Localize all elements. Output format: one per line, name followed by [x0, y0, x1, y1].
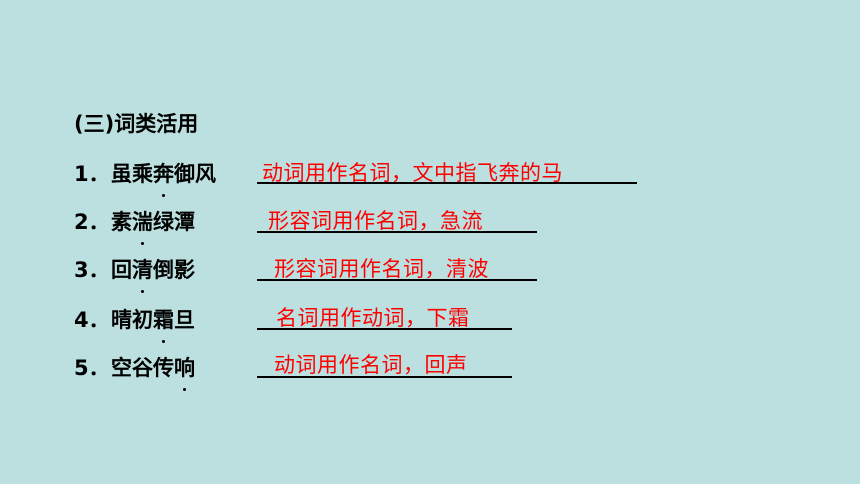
- phrase-char: 初: [132, 308, 153, 332]
- answer-underline: [257, 182, 637, 184]
- phrase-char: 空: [111, 356, 132, 380]
- phrase-char: 绿: [153, 210, 174, 234]
- section-heading: (三)词类活用: [74, 112, 199, 136]
- answer-underline: [257, 376, 512, 378]
- dotted-char: 霜: [153, 304, 174, 343]
- classical-phrase: 晴初霜旦: [111, 304, 195, 343]
- phrase-char: 潭: [174, 210, 195, 234]
- dotted-char: 奔: [153, 158, 174, 197]
- answer-text: 形容词用作名词，清波: [274, 257, 489, 281]
- classical-phrase: 素湍绿潭: [111, 206, 195, 245]
- classical-phrase: 空谷传响: [111, 352, 195, 391]
- phrase-char: 回: [111, 258, 132, 282]
- item-number: 5．: [74, 356, 110, 380]
- phrase-char: 传: [153, 356, 174, 380]
- dotted-char: 响: [174, 352, 195, 391]
- item-number: 2．: [74, 210, 110, 234]
- phrase-char: 素: [111, 210, 132, 234]
- answer-underline: [257, 279, 537, 281]
- answer-underline: [257, 328, 512, 330]
- answer-text: 动词用作名词，回声: [274, 353, 468, 377]
- phrase-char: 虽: [111, 162, 132, 186]
- item-number: 4．: [74, 308, 110, 332]
- classical-phrase: 虽乘奔御风: [111, 158, 216, 197]
- classical-phrase: 回清倒影: [111, 254, 195, 293]
- item-number: 1．: [74, 162, 110, 186]
- phrase-char: 倒: [153, 258, 174, 282]
- phrase-char: 御: [174, 162, 195, 186]
- phrase-char: 乘: [132, 162, 153, 186]
- answer-underline: [257, 231, 537, 233]
- phrase-char: 风: [195, 162, 216, 186]
- answer-text: 形容词用作名词，急流: [268, 209, 483, 233]
- phrase-char: 旦: [174, 308, 195, 332]
- dotted-char: 湍: [132, 206, 153, 245]
- phrase-char: 影: [174, 258, 195, 282]
- phrase-char: 晴: [111, 308, 132, 332]
- item-number: 3．: [74, 258, 110, 282]
- answer-text: 动词用作名词，文中指飞奔的马: [262, 161, 563, 185]
- phrase-char: 谷: [132, 356, 153, 380]
- answer-text: 名词用作动词，下霜: [276, 306, 470, 330]
- dotted-char: 清: [132, 254, 153, 293]
